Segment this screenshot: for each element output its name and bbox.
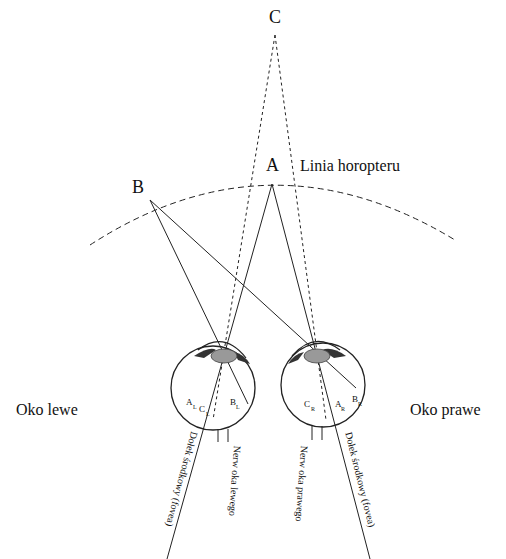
retina-label: C	[304, 400, 310, 409]
retina-label: A	[186, 398, 193, 407]
retina-subscript: L	[193, 404, 197, 410]
retina-subscript: L	[236, 404, 240, 410]
eye-label: Oko lewe	[16, 402, 78, 418]
ray-a-left	[167, 184, 272, 559]
retina-label: B	[352, 395, 358, 404]
retina-label: C	[199, 405, 205, 414]
retina-subscript: R	[341, 406, 345, 412]
right-eye	[281, 341, 365, 440]
point-label: C	[269, 8, 281, 26]
point-label: A	[266, 156, 279, 174]
retina-subscript: R	[358, 401, 362, 407]
fovea-label: Dołek środkowy (fovea)	[343, 431, 376, 528]
eye-label: Oko prawe	[410, 402, 481, 418]
horopter-label: Linia horopteru	[300, 158, 400, 174]
retina-subscript: L	[206, 411, 210, 417]
point-label: B	[132, 178, 144, 196]
left-eye	[171, 342, 255, 442]
ray-a-right	[272, 184, 370, 559]
fovea-label: Dołek środkowy (fovea)	[164, 430, 199, 527]
retina-label: B	[230, 398, 236, 407]
retina-label: A	[335, 400, 342, 409]
horopter-arc	[90, 185, 455, 245]
ray-b-left	[150, 200, 248, 404]
retina-subscript: R	[311, 406, 315, 412]
ray-b-right	[150, 200, 356, 388]
nerve-label: Nerw oka lewego	[227, 445, 242, 516]
nerve-label: Nerw oka prawego	[294, 445, 309, 522]
